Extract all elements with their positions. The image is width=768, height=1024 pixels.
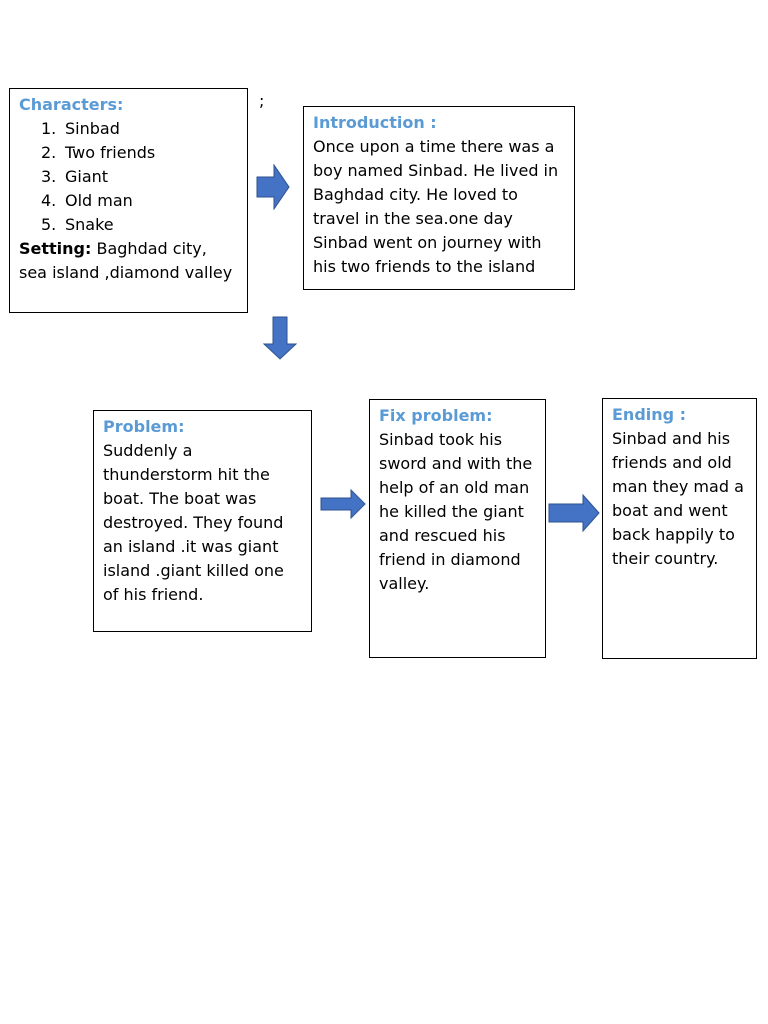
character-item: 2. Two friends (19, 141, 238, 165)
ending-text: Sinbad and his friends and old man they … (612, 429, 744, 568)
introduction-box: Introduction : Once upon a time there wa… (303, 106, 575, 290)
problem-box: Problem: Suddenly a thunderstorm hit the… (93, 410, 312, 632)
character-item: 5. Snake (19, 213, 238, 237)
characters-box: Characters: 1. Sinbad 2. Two friends 3. Gia… (9, 88, 248, 313)
setting-line: Setting: Baghdad city, sea island ,diamo… (19, 237, 238, 285)
problem-heading: Problem: (103, 417, 185, 436)
ending-box: Ending : Sinbad and his friends and old … (602, 398, 757, 659)
character-number: 1. (41, 119, 57, 138)
arrow-shape (256, 164, 290, 210)
character-label: Giant (65, 167, 109, 186)
character-label: Snake (65, 215, 114, 234)
character-number: 3. (41, 167, 57, 186)
fix-problem-box: Fix problem: Sinbad took his sword and w… (369, 399, 546, 658)
setting-text: Baghdad city, sea island ,diamond valley (19, 239, 233, 282)
arrow-shape (320, 489, 366, 519)
character-number: 4. (41, 191, 57, 210)
character-label: Old man (65, 191, 133, 210)
problem-text: Suddenly a thunderstorm hit the boat. Th… (103, 441, 284, 604)
character-item: 1. Sinbad (19, 117, 238, 141)
characters-heading: Characters: (19, 95, 124, 114)
characters-list: 1. Sinbad 2. Two friends 3. Giant 4. Old man… (19, 117, 238, 237)
stray-semicolon: ; (259, 91, 265, 110)
fix-problem-text: Sinbad took his sword and with the help … (379, 430, 533, 593)
introduction-text: Once upon a time there was a boy named S… (313, 137, 559, 276)
character-label: Two friends (65, 143, 156, 162)
introduction-heading: Introduction : (313, 113, 437, 132)
right-arrow-icon (548, 494, 600, 532)
setting-label: Setting: (19, 239, 92, 258)
right-arrow-icon (256, 164, 290, 210)
character-item: 3. Giant (19, 165, 238, 189)
ending-heading: Ending : (612, 405, 687, 424)
fix-problem-heading: Fix problem: (379, 406, 493, 425)
character-number: 2. (41, 143, 57, 162)
right-arrow-icon (320, 489, 366, 519)
character-item: 4. Old man (19, 189, 238, 213)
character-number: 5. (41, 215, 57, 234)
arrow-shape (548, 494, 600, 532)
character-label: Sinbad (65, 119, 120, 138)
down-arrow-icon (263, 316, 297, 360)
arrow-shape (263, 316, 297, 360)
